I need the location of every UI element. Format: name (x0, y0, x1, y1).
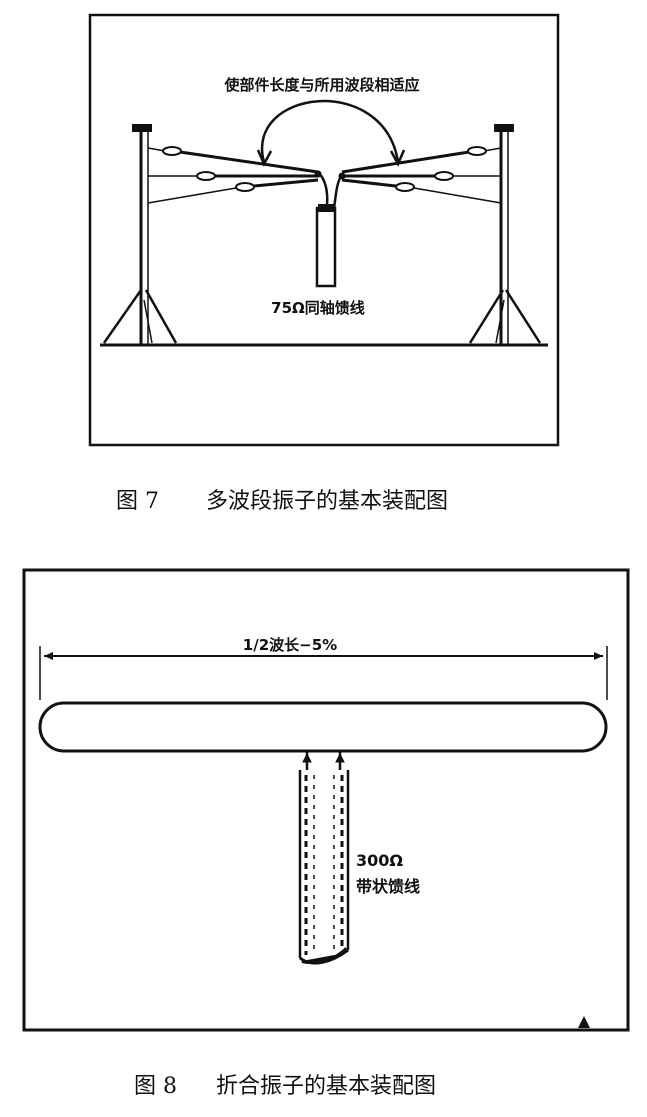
length-annotation-arrow (260, 100, 400, 163)
ink-mark (578, 1016, 590, 1028)
half-wavelength-dimension (39, 646, 608, 700)
feed-impedance-label: 300Ω (356, 851, 403, 870)
insulator (434, 171, 454, 181)
folded-dipole-loop (38, 701, 608, 753)
length-annotation-label: 使部件长度与所用波段相适应 (223, 76, 419, 94)
figure8-caption-number: 图 8 (134, 1074, 177, 1099)
left-dipole-wires (147, 146, 319, 204)
figure8-frame (22, 568, 630, 1032)
figure7-frame (88, 13, 560, 447)
right-dipole-wires (341, 146, 502, 204)
figure7-caption-number: 图 7 (116, 489, 159, 514)
insulator (162, 146, 182, 156)
right-mast (468, 124, 542, 345)
figure8-caption-title: 折合振子的基本装配图 (216, 1074, 436, 1099)
dipole-feed-connections (302, 751, 345, 770)
figure8: 1/2波长−5% 300Ω 带状馈线 (22, 568, 630, 1032)
ribbon-feed-line (298, 770, 350, 965)
figure7-caption-title: 多波段振子的基本装配图 (206, 489, 448, 514)
ribbon-feed-label: 带状馈线 (356, 877, 420, 896)
insulator (467, 146, 487, 156)
figure7: 使部件长度与所用波段相适应 75Ω同轴馈线 (88, 13, 560, 447)
insulator (196, 171, 216, 181)
dimension-label: 1/2波长−5% (243, 636, 337, 654)
coax-feed-line (315, 206, 337, 288)
center-feed (314, 170, 346, 288)
insulator (395, 182, 415, 192)
coax-feed-label: 75Ω同轴馈线 (271, 299, 365, 317)
left-mast (102, 124, 178, 345)
insulator (235, 182, 255, 192)
